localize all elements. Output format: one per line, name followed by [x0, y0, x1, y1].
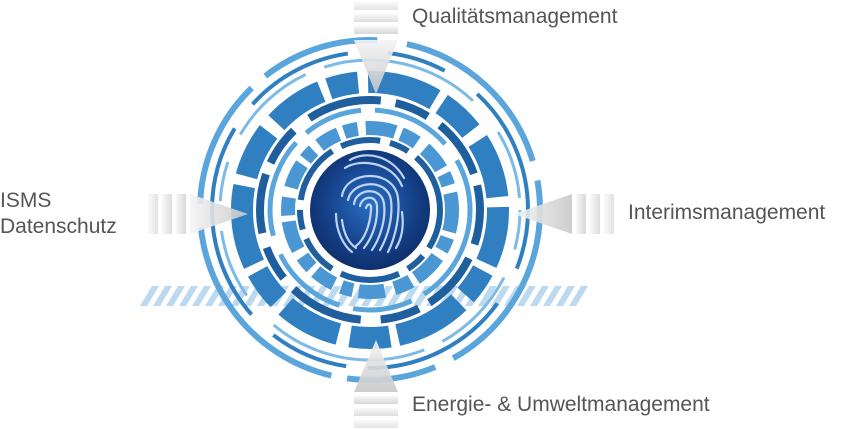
segment-ring	[231, 71, 509, 349]
label-datenschutz: Datenschutz	[0, 215, 117, 238]
hatch-stripe	[400, 286, 419, 306]
fingerprint-icon	[334, 154, 406, 254]
label-energie-umweltmanagement: Energie- & Umweltmanagement	[412, 393, 710, 416]
hatch-stripe	[556, 286, 575, 306]
hatch-stripe	[153, 286, 172, 306]
hatch-stripe	[179, 286, 198, 306]
label-isms-datenschutz: ISMS Datenschutz	[0, 188, 117, 240]
arrow-left-icon	[514, 194, 614, 234]
label-isms: ISMS	[0, 189, 52, 212]
hatch-stripe	[530, 286, 549, 306]
label-qualitaetsmanagement: Qualitätsmanagement	[412, 5, 618, 28]
arrow-right-icon	[148, 194, 248, 234]
inner-ring	[281, 121, 459, 299]
hatch-stripe	[543, 286, 562, 306]
hatch-stripe	[569, 286, 588, 306]
label-interimsmanagement: Interimsmanagement	[628, 201, 826, 224]
hatch-stripe	[192, 286, 211, 306]
hatch-stripe	[517, 286, 536, 306]
arrow-up-icon	[354, 340, 398, 428]
hatch-stripe	[166, 286, 185, 306]
hatch-stripe	[478, 286, 497, 306]
arrow-down-icon	[354, 2, 398, 94]
hatch-stripe	[491, 286, 510, 306]
hatch-stripe	[140, 286, 159, 306]
